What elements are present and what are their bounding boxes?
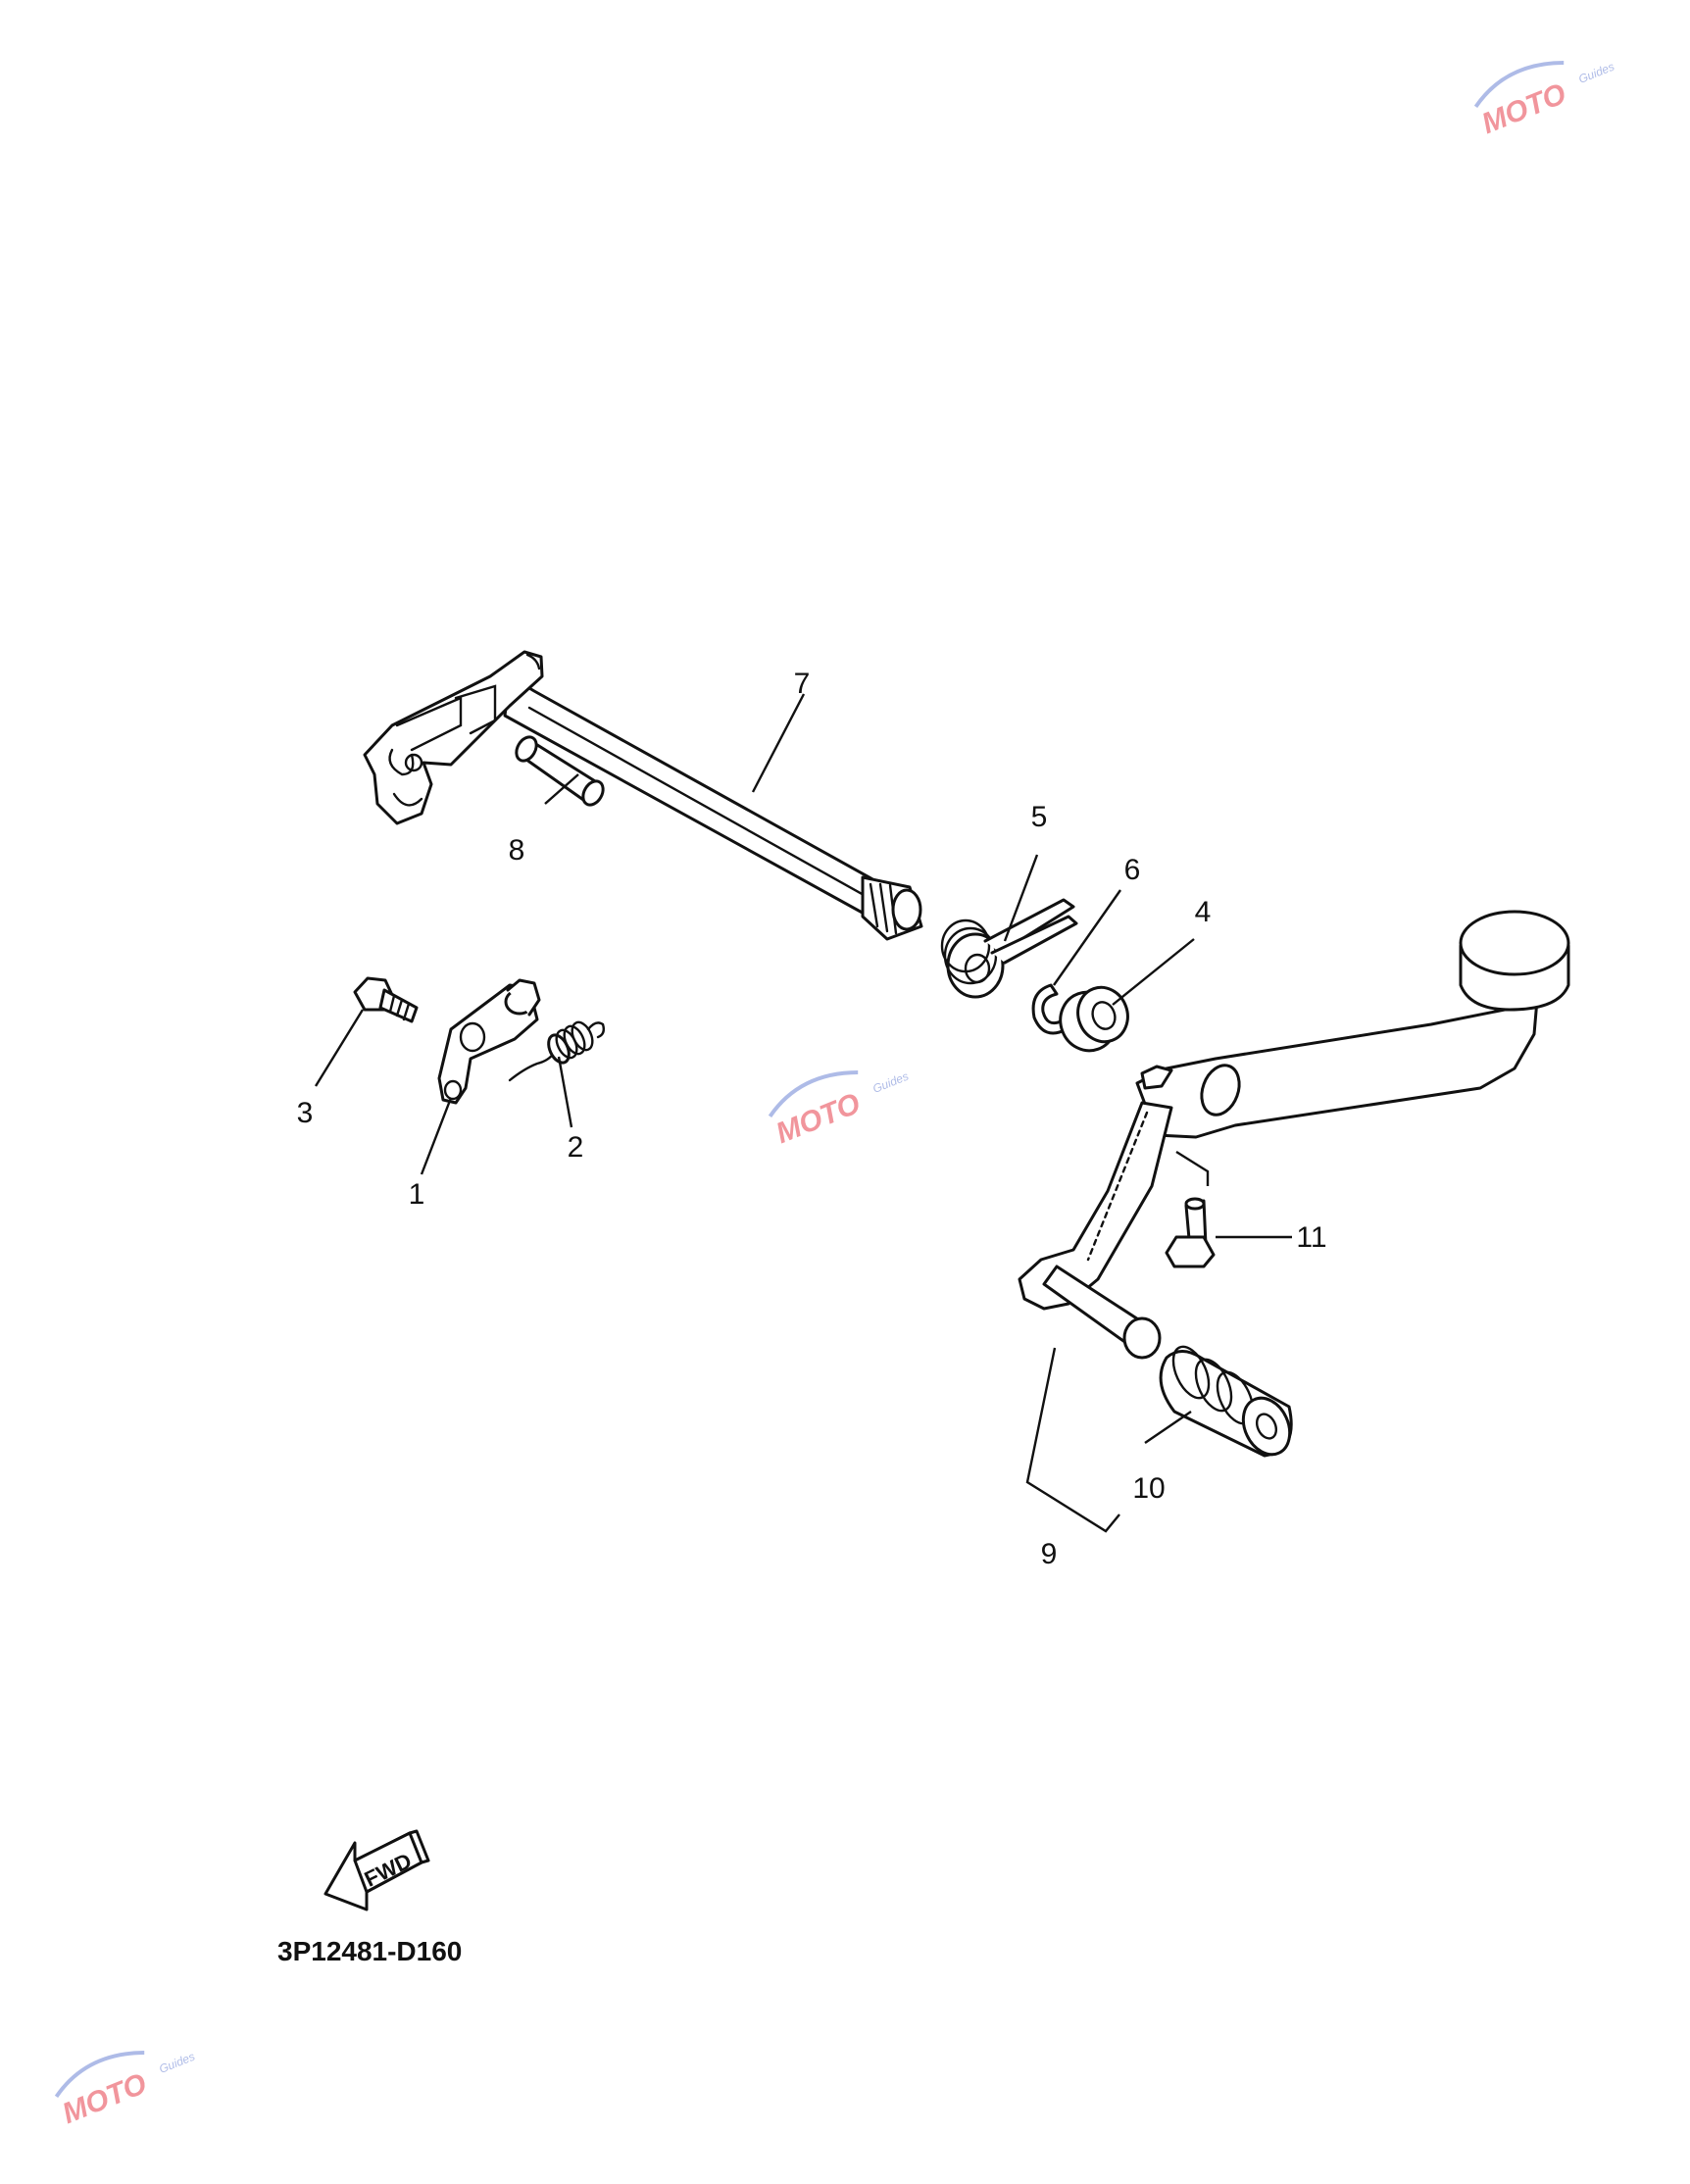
callout-9: 9: [1041, 1538, 1058, 1570]
callout-10: 10: [1132, 1472, 1165, 1505]
watermark-logo-top-right: MOTO Guides: [1473, 60, 1616, 140]
watermark-logo-center: MOTO Guides: [768, 1069, 911, 1150]
footpeg-rubber: [1159, 1345, 1293, 1458]
bolt: [353, 976, 419, 1023]
svg-text:Guides: Guides: [1576, 60, 1616, 86]
svg-text:Guides: Guides: [870, 1069, 911, 1096]
shift-shaft: [363, 650, 923, 941]
callout-1: 1: [409, 1178, 425, 1211]
fwd-direction-marker: FWD: [323, 1829, 430, 1911]
leader-lines: [314, 693, 1292, 1533]
dowel-pin: [515, 735, 605, 807]
callout-4: 4: [1195, 896, 1212, 928]
callout-11: 11: [1296, 1221, 1326, 1254]
callout-8: 8: [509, 834, 525, 867]
callout-labels: 7 8 5 6 4 3 1 2 11 10 9: [297, 668, 1327, 1570]
callout-7: 7: [794, 668, 811, 700]
stopper-lever: [437, 978, 541, 1105]
washer: [1059, 985, 1129, 1053]
callout-5: 5: [1031, 801, 1048, 833]
shift-pedal: [1018, 910, 1570, 1360]
diagram-code: 3P12481-D160: [277, 1936, 462, 1966]
svg-text:Guides: Guides: [157, 2050, 197, 2076]
pedal-bolt: [1165, 1197, 1216, 1268]
callout-2: 2: [568, 1131, 584, 1164]
callout-6: 6: [1124, 854, 1141, 886]
torsion-spring: [940, 898, 1078, 999]
watermark-logo-bottom-left: MOTO Guides: [54, 2050, 197, 2130]
callout-3: 3: [297, 1097, 314, 1129]
tension-spring: [508, 1020, 606, 1082]
